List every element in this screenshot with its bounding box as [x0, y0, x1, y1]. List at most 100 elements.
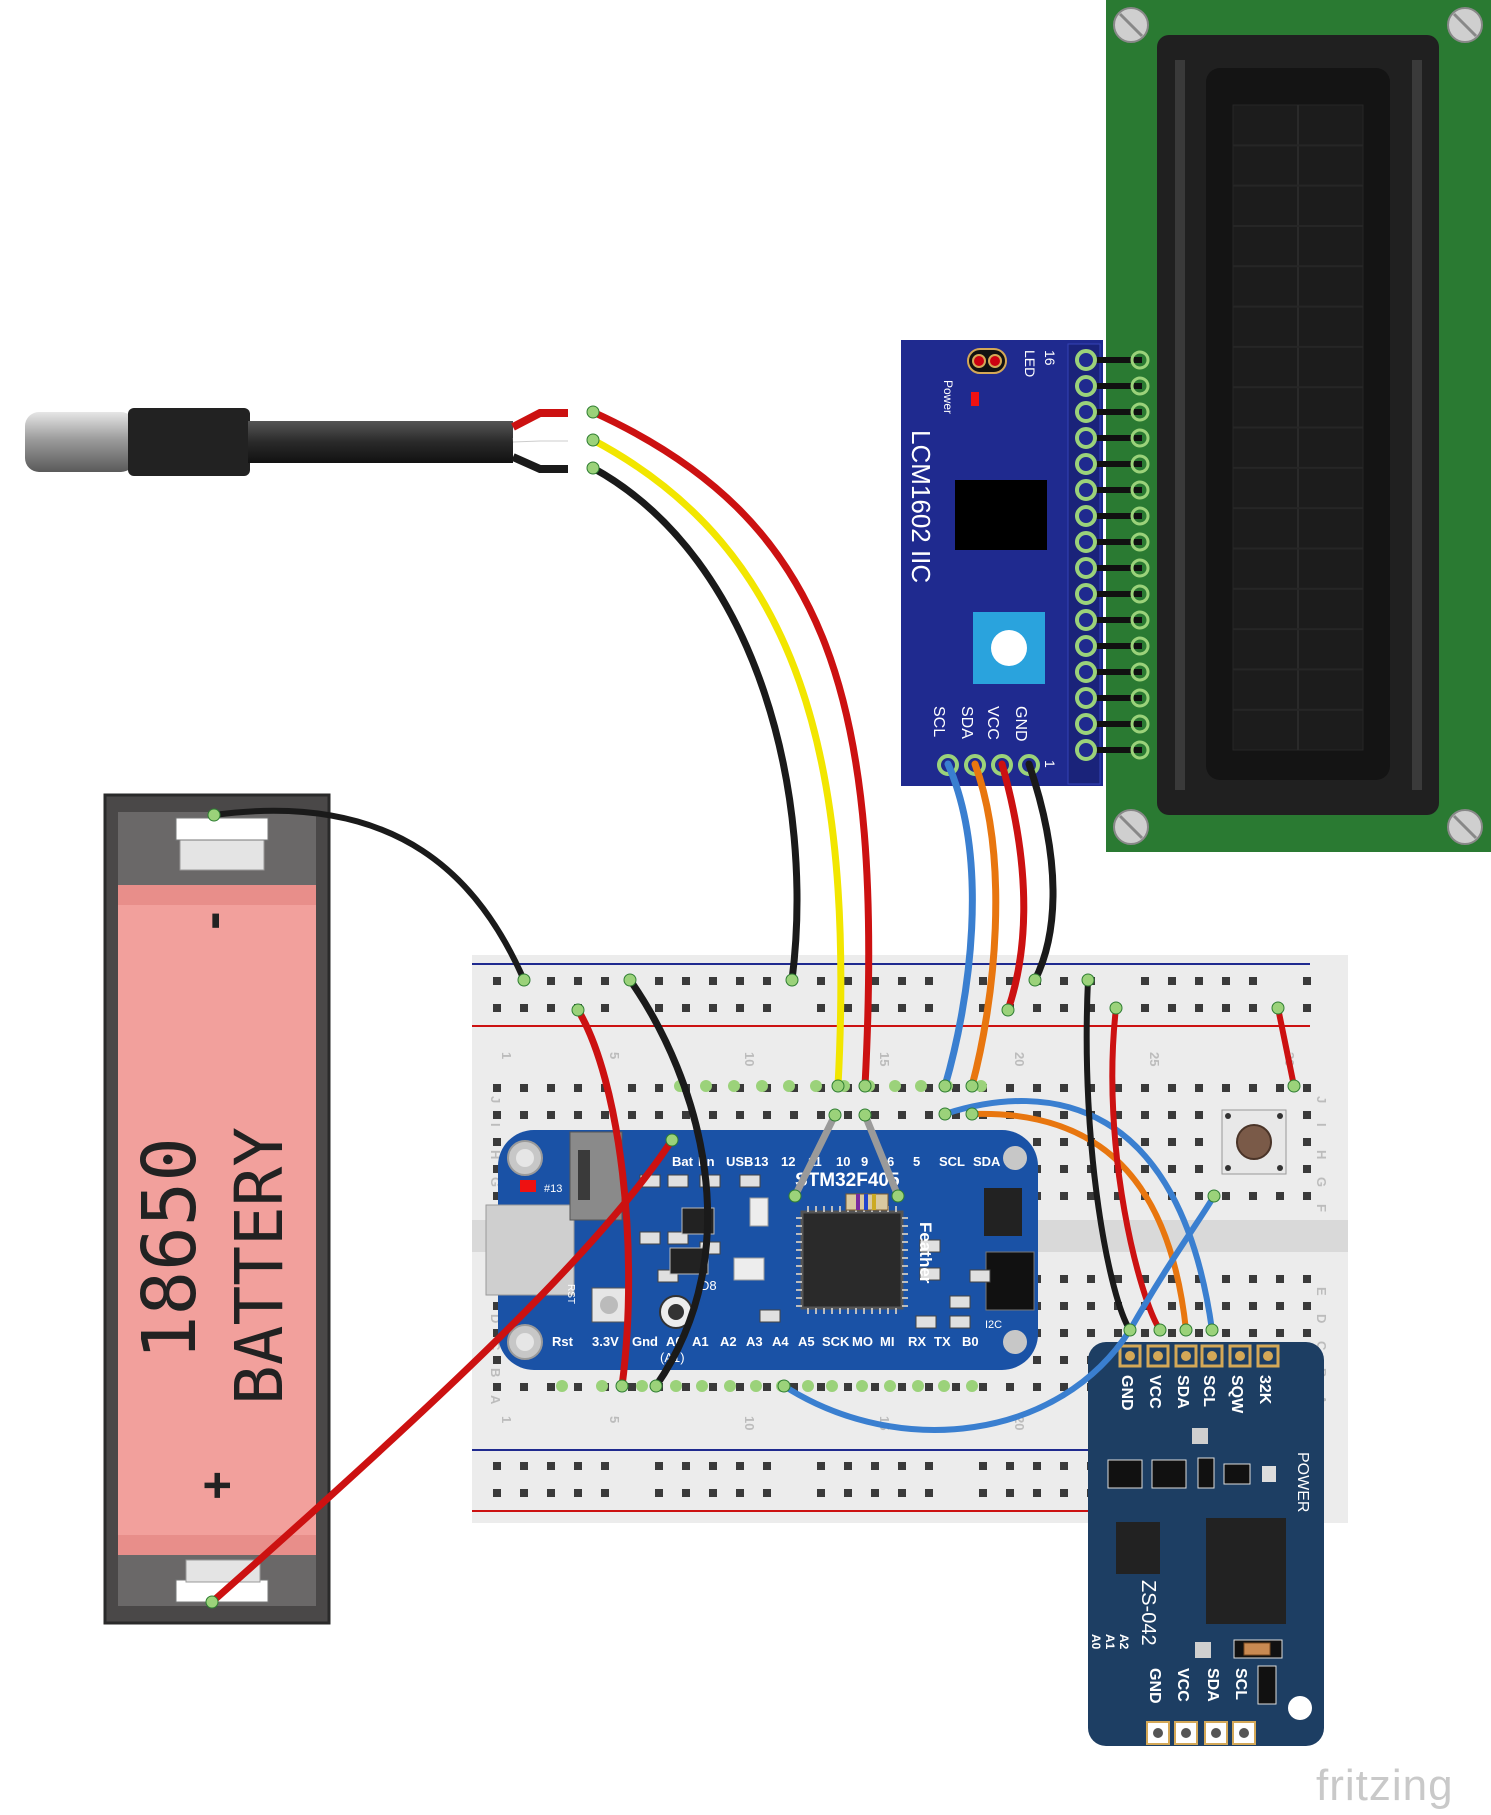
backpack-pin-sda-label: SDA	[958, 706, 975, 739]
breadboard-hole	[1033, 1489, 1041, 1497]
breadboard-hole	[547, 1111, 555, 1119]
breadboard-hole	[1006, 1084, 1014, 1092]
breadboard-hole	[547, 977, 555, 985]
breadboard-hole	[1141, 1275, 1149, 1283]
breadboard-hole	[1303, 1111, 1311, 1119]
breadboard-hole	[979, 1489, 987, 1497]
breadboard-hole	[1141, 1138, 1149, 1146]
feather-bottom-pin-label: A4	[772, 1334, 789, 1349]
wire-rtc-black[interactable]	[1083, 977, 1133, 1333]
wire-rtc-red[interactable]	[1109, 1005, 1163, 1333]
breadboard-hole	[952, 1383, 960, 1391]
header-pin	[1075, 375, 1150, 397]
breadboard-hole	[1060, 1165, 1068, 1173]
breadboard-hole	[1033, 1383, 1041, 1391]
wire-end	[1153, 1323, 1167, 1337]
row-letter-label: E	[1314, 1287, 1329, 1296]
wire-end	[788, 1189, 802, 1203]
breadboard-hole	[520, 1111, 528, 1119]
breadboard-hole	[1249, 1192, 1257, 1200]
smd-component	[639, 1231, 661, 1245]
wire-end	[1123, 1323, 1137, 1337]
breadboard-hole	[736, 1383, 744, 1391]
breadboard-hole	[1087, 1302, 1095, 1310]
mount-hole-icon	[1288, 1696, 1312, 1720]
breadboard-hole	[547, 1462, 555, 1470]
button-cap-icon[interactable]	[1236, 1124, 1272, 1160]
breadboard-hole	[979, 1004, 987, 1012]
wire-end	[623, 973, 637, 987]
wire-end	[1271, 1001, 1285, 1015]
wire-end	[1081, 973, 1095, 987]
header-pin	[1075, 687, 1150, 709]
wire-gnd-black[interactable]	[1025, 760, 1057, 984]
smd-component	[919, 1239, 941, 1253]
header-pin	[1075, 661, 1150, 683]
wire-button-red[interactable]	[1275, 1005, 1297, 1089]
battery-cell	[118, 885, 316, 1555]
wire-scl-blue[interactable]	[941, 760, 976, 1090]
wire-gray-2[interactable]	[861, 1111, 902, 1200]
breadboard-hole	[790, 1383, 798, 1391]
wire-vcc-red[interactable]	[998, 760, 1028, 1014]
wire-probe-black[interactable]	[589, 464, 801, 984]
breadboard-hole	[547, 1004, 555, 1012]
row-letter-label: D	[1314, 1314, 1329, 1323]
backpack-pin-vcc-label: VCC	[984, 706, 1001, 740]
feather-top-pin-label: 12	[781, 1154, 795, 1169]
breadboard-hole	[1195, 1165, 1203, 1173]
breadboard-hole	[574, 1111, 582, 1119]
wire-end	[571, 1003, 585, 1017]
wire-feather-orange[interactable]	[969, 1110, 1189, 1333]
breadboard-hole	[601, 1004, 609, 1012]
breadboard-hole	[1141, 1004, 1149, 1012]
header-pin	[826, 1380, 838, 1392]
feather-i2c-label: I2C	[985, 1319, 1002, 1331]
rtc-top-pin-label: SDA	[1174, 1375, 1191, 1409]
wire-feather-blue[interactable]	[942, 1098, 1215, 1333]
wire-probe-red[interactable]	[589, 408, 873, 1090]
breadboard-hole	[628, 1084, 636, 1092]
breadboard-hole	[736, 1004, 744, 1012]
breadboard-hole	[1303, 977, 1311, 985]
header-pin	[1075, 531, 1150, 553]
wire-battery-black[interactable]	[211, 807, 527, 983]
wire-end	[858, 1108, 872, 1122]
column-number-label: 1	[499, 1416, 514, 1423]
breadboard-hole	[1114, 1111, 1122, 1119]
smd-component	[759, 1309, 781, 1323]
breadboard-hole	[817, 1111, 825, 1119]
breadboard-hole	[1060, 1004, 1068, 1012]
feather-led13-label: #13	[544, 1183, 562, 1195]
wire-end	[831, 1079, 845, 1093]
breadboard-hole	[1060, 1138, 1068, 1146]
breadboard-hole	[1006, 1489, 1014, 1497]
header-pin	[1075, 635, 1150, 657]
column-number-label: 10	[742, 1416, 757, 1430]
wire-end	[1109, 1001, 1123, 1015]
breadboard-hole	[925, 977, 933, 985]
feather-bottom-pin-label: B0	[962, 1334, 979, 1349]
feather-top-pin-label: Bat	[672, 1154, 694, 1169]
wire-rail-red[interactable]	[574, 1006, 633, 1390]
breadboard-hole	[790, 1111, 798, 1119]
wire-end	[586, 433, 600, 447]
wire-end	[777, 1379, 791, 1393]
breadboard-hole	[574, 1084, 582, 1092]
row-letter-label: B	[488, 1368, 503, 1377]
wire-gray-1[interactable]	[791, 1111, 839, 1200]
breadboard-hole	[1249, 1329, 1257, 1337]
wire-endpoints	[205, 405, 1301, 1609]
breadboard-hole	[520, 1489, 528, 1497]
wire-rtc-blue-a0[interactable]	[781, 1193, 1217, 1433]
wire-probe-yellow[interactable]	[589, 436, 845, 1090]
wire-rail-black[interactable]	[626, 976, 712, 1390]
crystal	[749, 1197, 769, 1227]
wire-battery-red[interactable]	[208, 1136, 676, 1606]
header-pin	[889, 1080, 901, 1092]
column-number-label: 20	[1012, 1052, 1027, 1066]
breadboard-hole	[1141, 1111, 1149, 1119]
wire-sda-orange[interactable]	[968, 760, 1000, 1090]
push-button[interactable]	[1221, 1109, 1287, 1175]
